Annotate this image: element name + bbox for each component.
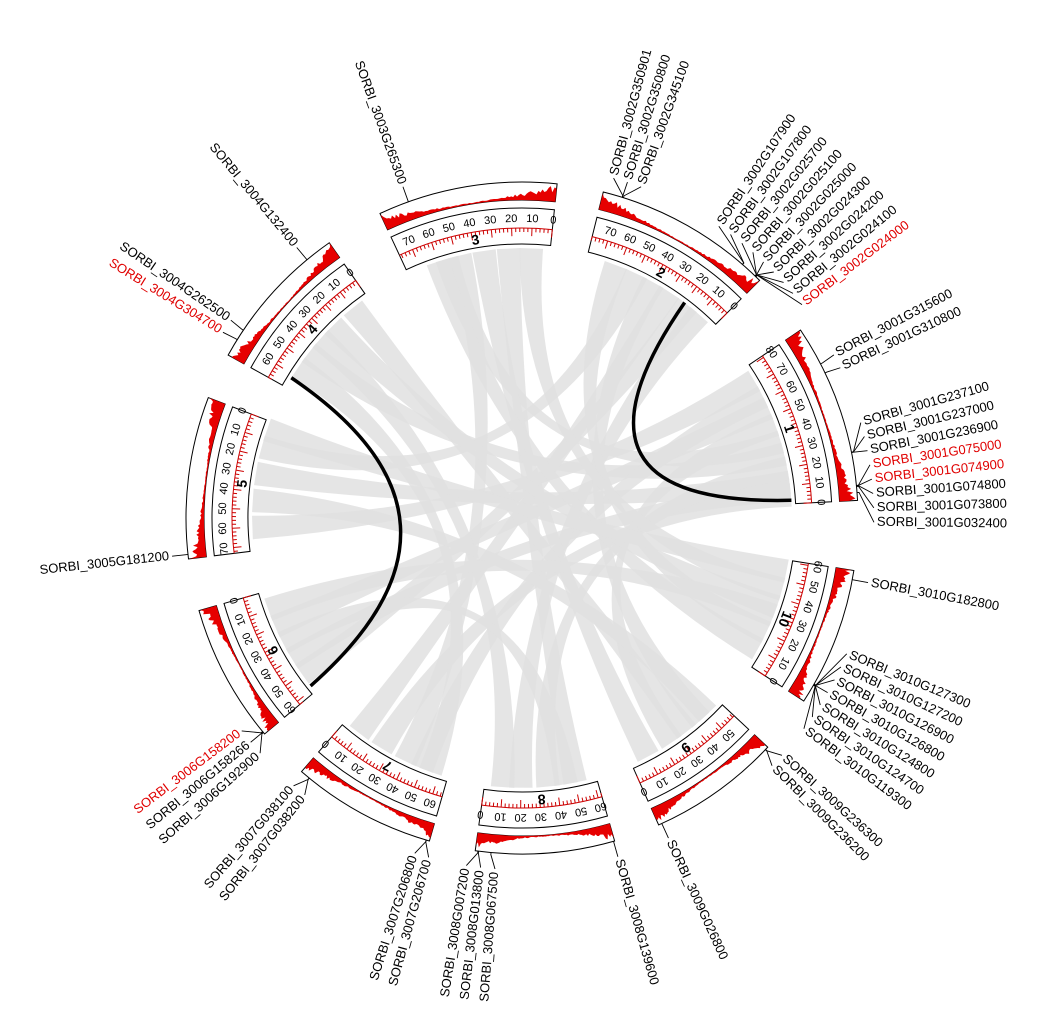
tick-label: 10 xyxy=(526,213,539,225)
tick-label: 20 xyxy=(505,213,518,225)
gene-label: SORBI_3008G139600 xyxy=(613,857,663,986)
gene-connector xyxy=(260,733,263,754)
gene-connector xyxy=(297,247,307,259)
tick-label: 40 xyxy=(554,808,568,821)
tick-label: 20 xyxy=(515,811,527,823)
tick-label: 0 xyxy=(477,808,485,821)
gene-connector xyxy=(491,853,495,869)
synteny-links xyxy=(252,248,792,788)
gene-connector xyxy=(821,355,834,364)
tick-label: 20 xyxy=(809,456,823,470)
gene-connector xyxy=(231,320,244,330)
tick-mark xyxy=(235,478,239,479)
tick-label: 60 xyxy=(810,560,824,574)
gene-connector xyxy=(825,368,840,373)
gene-label: SORBI_3005G181200 xyxy=(39,548,170,577)
gene-connector xyxy=(852,580,868,583)
tick-label: 10 xyxy=(494,810,507,823)
tick-label: 60 xyxy=(217,522,229,535)
tick-label: 40 xyxy=(462,217,476,231)
gene-label: SORBI_3003G265300 xyxy=(352,59,410,187)
tick-label: 70 xyxy=(218,542,231,555)
tick-label: 50 xyxy=(217,502,229,515)
tick-mark xyxy=(804,472,808,473)
gene-connector xyxy=(478,851,480,867)
tick-mark xyxy=(571,800,572,804)
tick-label: 0 xyxy=(550,214,557,227)
gene-connector xyxy=(614,841,618,856)
gene-connector xyxy=(415,840,426,853)
gene-connector xyxy=(242,731,263,733)
tick-mark xyxy=(501,799,502,807)
gene-connector xyxy=(814,680,835,686)
gene-connector xyxy=(426,840,429,857)
gene-label: SORBI_3009G026800 xyxy=(664,837,732,962)
tick-mark xyxy=(563,801,564,805)
tick-mark xyxy=(235,474,239,475)
tick-mark xyxy=(237,466,241,467)
tick-label: 10 xyxy=(812,476,825,490)
tick-mark xyxy=(803,569,807,570)
tick-mark xyxy=(805,476,809,477)
gene-connector xyxy=(403,187,408,202)
gene-connector xyxy=(172,554,188,556)
tick-label: 0 xyxy=(815,499,827,506)
density-track-8 xyxy=(475,824,614,854)
tick-mark xyxy=(486,802,487,806)
tick-mark xyxy=(804,468,808,469)
gene-label: SORBI_3001G073800 xyxy=(877,496,1007,515)
gene-label: SORBI_3001G032400 xyxy=(877,514,1007,531)
gene-label: SORBI_3010G182800 xyxy=(870,575,1001,614)
tick-label: 50 xyxy=(574,804,588,818)
gene-connector xyxy=(223,332,237,339)
chromosome-label: 8 xyxy=(537,791,546,808)
gene-connector xyxy=(753,252,757,276)
gene-label: SORBI_3004G132400 xyxy=(207,140,302,250)
gene-connector xyxy=(623,187,641,198)
gene-connector xyxy=(662,824,669,839)
gene-connector xyxy=(856,465,870,486)
tick-mark xyxy=(483,231,484,235)
tick-label: 30 xyxy=(220,462,234,476)
tick-label: 40 xyxy=(218,482,231,495)
tick-mark xyxy=(567,800,568,804)
tick-label: 30 xyxy=(534,810,547,823)
tick-mark xyxy=(805,480,809,481)
tick-mark xyxy=(479,231,480,235)
tick-label: 30 xyxy=(484,214,497,227)
gene-connector xyxy=(614,178,623,197)
gene-connector xyxy=(466,851,478,865)
